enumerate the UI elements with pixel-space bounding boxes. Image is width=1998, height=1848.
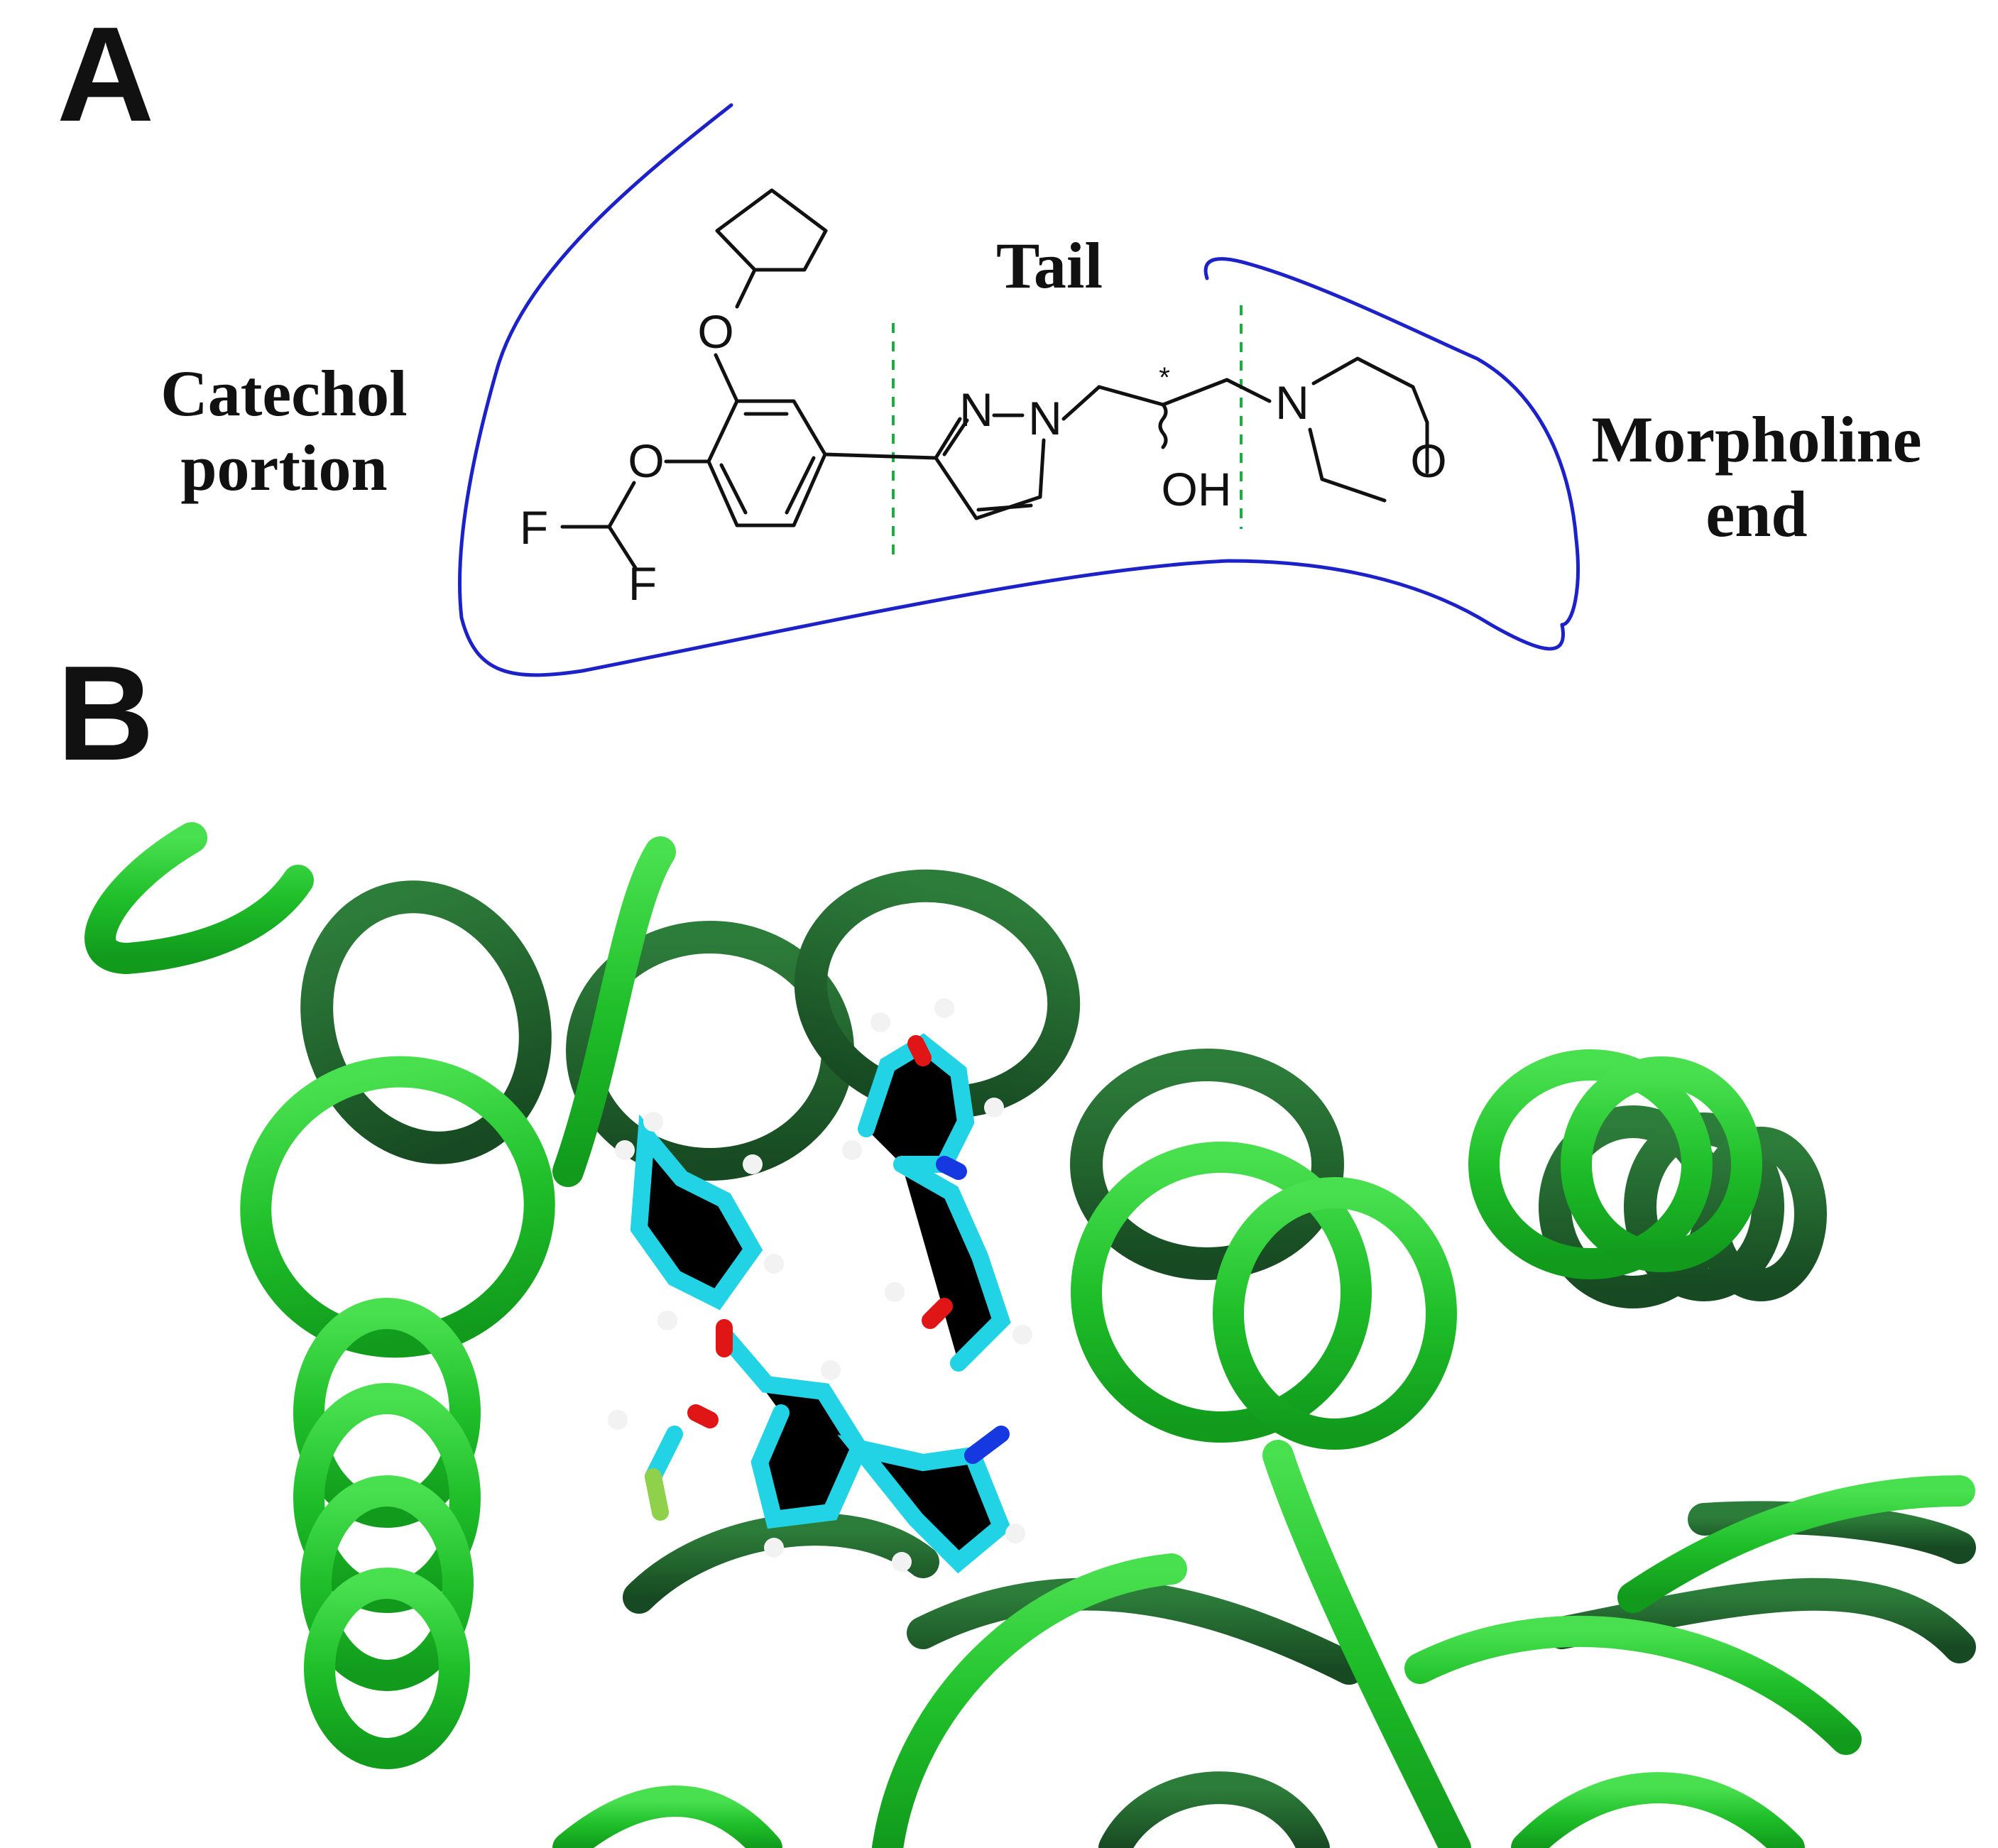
panel-a-label: A (57, 0, 154, 150)
catechol-label-line1: Catechol (160, 357, 407, 430)
morpholine-label-line1: Morpholine (1591, 403, 1921, 476)
ligand-stick-model (608, 998, 1032, 1574)
protein-ribbon (84, 822, 1976, 1848)
atom-n-pyrazole-2: N (959, 383, 993, 436)
enclosure-right (1203, 257, 1580, 627)
panel-a: A Catechol portion Tail Morpholine end (57, 0, 1922, 677)
enclosure-left (457, 103, 1565, 677)
catechol-label-line2: portion (180, 432, 387, 504)
morpholine-label-line2: end (1705, 478, 1807, 550)
tail-label: Tail (996, 229, 1103, 302)
molecule-structure (560, 188, 1429, 570)
atom-o-upper: O (697, 305, 733, 358)
atom-f-2: F (628, 557, 657, 610)
atom-f-1: F (520, 501, 548, 554)
atom-o-morpholine: O (1410, 434, 1446, 487)
panel-b: B (57, 638, 1976, 1848)
atom-n-morpholine: N (1275, 376, 1309, 429)
atom-n-pyrazole-1: N (1028, 392, 1062, 444)
atom-o-lower: O (628, 434, 664, 487)
stereocenter-star: * (1159, 362, 1170, 393)
panel-b-label: B (57, 638, 154, 789)
atom-oh: OH (1162, 463, 1232, 515)
